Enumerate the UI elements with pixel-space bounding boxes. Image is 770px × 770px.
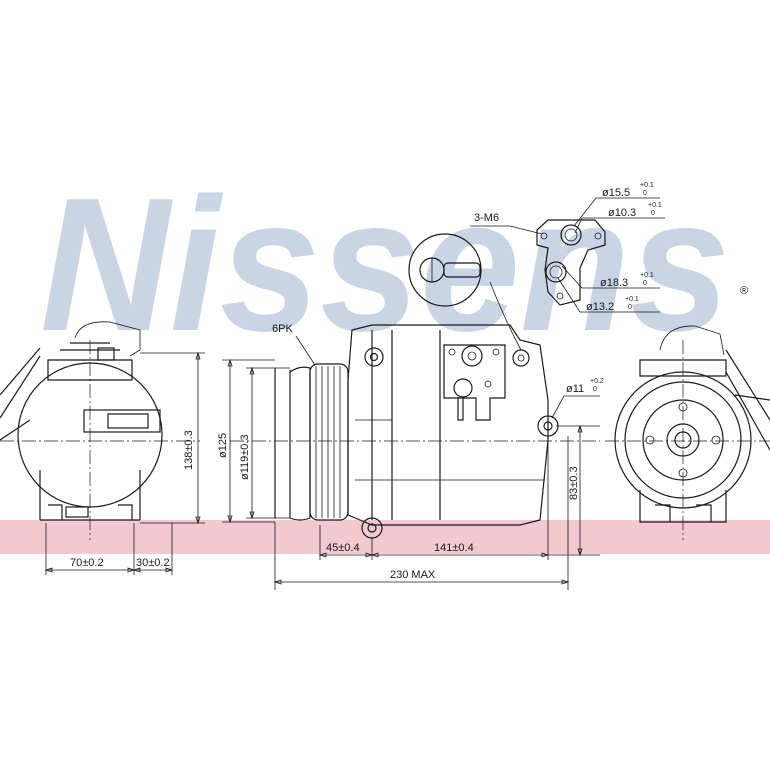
dim-port4: ø13.2 <box>586 301 614 313</box>
dim-port1-tol-upper: +0.1 <box>640 182 654 189</box>
watermark-brand: Nissens <box>40 159 730 371</box>
dim-port2-tol-upper: +0.1 <box>648 202 662 209</box>
label-bolts: 3-M6 <box>474 212 499 224</box>
dim-mount-hole: ø11 <box>566 383 584 395</box>
dim-141: 141±0.4 <box>434 542 474 554</box>
dim-45: 45±0.4 <box>326 542 360 554</box>
dim-mount-hole-tol-lower: 0 <box>593 386 597 393</box>
watermark: Nissens ® <box>0 159 770 554</box>
dim-total: 230 MAX <box>390 569 436 581</box>
port-detail: 3-M6 ø15.5 +0.1 0 ø10.3 +0.1 0 ø18.3 +0.… <box>408 182 665 313</box>
watermark-registered: ® <box>740 285 748 297</box>
dim-offset-left: 30±0.2 <box>136 557 170 569</box>
dim-port3-tol-lower: 0 <box>643 280 647 287</box>
dim-port4-tol-upper: +0.1 <box>625 296 639 303</box>
dim-port3: ø18.3 <box>600 277 628 289</box>
dim-height-left: 138±0.3 <box>183 430 195 470</box>
right-end-view <box>605 325 770 540</box>
dim-pulley-inner: ø119±0.3 <box>239 434 251 480</box>
dim-mount-hole-tol-upper: +0.2 <box>590 378 604 385</box>
watermark-band <box>0 520 770 554</box>
dim-width-left: 70±0.2 <box>70 557 104 569</box>
side-view: ø125 ø119±0.3 6PK 45±0.4 141±0.4 230 MAX… <box>217 281 604 590</box>
left-end-view: 138±0.3 70±0.2 30±0.2 <box>0 321 205 575</box>
dim-port2: ø10.3 <box>608 207 636 219</box>
dim-port1-tol-lower: 0 <box>643 190 647 197</box>
dim-port1: ø15.5 <box>602 187 630 199</box>
dim-port2-tol-lower: 0 <box>651 210 655 217</box>
dim-pulley-outer: ø125 <box>217 433 229 458</box>
dim-port4-tol-lower: 0 <box>628 304 632 311</box>
dim-mount-height: 83±0.3 <box>568 466 580 500</box>
dim-port3-tol-upper: +0.1 <box>640 272 654 279</box>
label-belt: 6PK <box>272 323 293 335</box>
